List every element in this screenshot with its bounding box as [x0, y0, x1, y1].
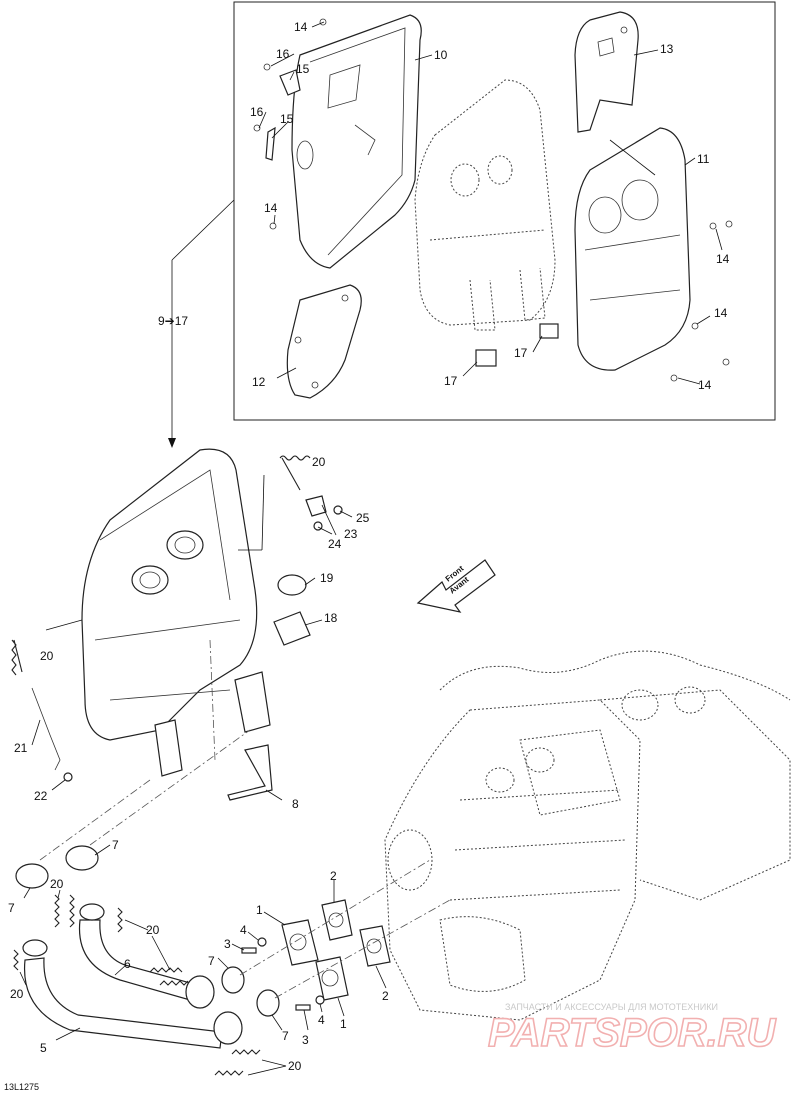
callout-16: 16 — [276, 47, 290, 61]
watermark-logo: PARTSPOR.RU — [488, 1011, 777, 1055]
main-leader-lines — [31, 474, 353, 801]
callout-1: 1 — [256, 903, 263, 917]
alignment-lines — [39, 639, 451, 999]
exhaust-pipe-part-5 — [22, 939, 243, 1049]
callout-8: 8 — [292, 797, 299, 811]
cap-part-19 — [277, 574, 307, 596]
callout-19: 19 — [320, 571, 334, 585]
muffler-outer-shell-part-10 — [291, 14, 422, 269]
callout-18: 18 — [324, 611, 338, 625]
bumper-part-17a — [475, 349, 497, 367]
watermark-text: ЗАПЧАСТИ И АКСЕССУАРЫ ДЛЯ МОТОТЕХНИКИ — [505, 1002, 718, 1012]
callout-15: 15 — [296, 62, 310, 76]
callout-3: 3 — [224, 937, 231, 951]
spring-part-20d — [69, 894, 75, 928]
front-direction-arrow: Front Avant — [416, 559, 496, 613]
callout-7: 7 — [8, 901, 15, 915]
bracket-part-23 — [305, 495, 327, 517]
flange-part-1b — [315, 956, 349, 1001]
callout-2: 2 — [330, 869, 337, 883]
insulation-part-12 — [286, 284, 362, 399]
callout-2: 2 — [382, 989, 389, 1003]
ring-part-7c — [221, 966, 245, 994]
spring-part-20j — [214, 1070, 244, 1076]
callout-14: 14 — [714, 306, 728, 320]
callout-17: 17 — [514, 346, 528, 360]
callout-4: 4 — [240, 923, 247, 937]
lower-leader-lines — [19, 844, 387, 1076]
callout-20: 20 — [40, 649, 54, 663]
callout-10: 10 — [434, 48, 448, 62]
callout-20: 20 — [146, 923, 160, 937]
callout-25: 25 — [356, 511, 370, 525]
bumper-part-17b — [539, 323, 559, 339]
spring-part-20g — [149, 967, 183, 973]
callout-20: 20 — [288, 1059, 302, 1073]
nut-part-25 — [333, 505, 343, 515]
muffler-assembly — [81, 448, 271, 777]
callout-14: 14 — [264, 201, 278, 215]
rod-part-21 — [31, 687, 61, 771]
callout-1: 1 — [340, 1017, 347, 1031]
spring-part-20c — [54, 894, 60, 928]
gasket-part-2b — [359, 925, 391, 967]
callout-16: 16 — [250, 105, 264, 119]
callout-7: 7 — [112, 838, 119, 852]
spring-part-20-left — [11, 639, 23, 676]
callout-7: 7 — [208, 954, 215, 968]
callout-21: 21 — [14, 741, 28, 755]
spring-part-20h — [159, 980, 189, 986]
callout-15: 15 — [280, 112, 294, 126]
spring-part-20f — [13, 949, 19, 971]
callout-20: 20 — [50, 877, 64, 891]
inset-leader-lines — [258, 21, 723, 385]
callout-23: 23 — [344, 527, 358, 541]
callout-11: 11 — [697, 152, 710, 166]
callout-7: 7 — [282, 1029, 289, 1043]
callout-20: 20 — [312, 455, 326, 469]
callout-22: 22 — [34, 789, 48, 803]
heat-shield-part-11 — [574, 127, 691, 371]
callout-13: 13 — [660, 42, 674, 56]
ring-part-7d — [256, 989, 280, 1017]
muffler-ghost-outline — [414, 79, 556, 331]
ring-part-7b — [65, 845, 99, 871]
callout-3: 3 — [302, 1033, 309, 1047]
washer-part-4b — [315, 995, 325, 1005]
gasket-part-2a — [321, 899, 353, 941]
engine-ghost — [384, 650, 791, 1021]
exhaust-pipe-part-6 — [78, 903, 215, 1009]
bolt-part-3a — [241, 947, 257, 954]
callout-12: 12 — [252, 375, 266, 389]
spring-part-20-top — [279, 455, 311, 491]
flange-part-1a — [281, 919, 319, 966]
inset-frame — [233, 1, 776, 421]
callout-6: 6 — [124, 957, 131, 971]
ring-part-7a — [15, 863, 49, 889]
callout-24: 24 — [328, 537, 342, 551]
bolt-part-22 — [63, 772, 73, 782]
insulation-part-13 — [574, 11, 639, 133]
callout-17: 17 — [444, 374, 458, 388]
assembly-arrow — [168, 199, 235, 448]
hardware-inset — [253, 18, 733, 382]
callout-14: 14 — [716, 252, 730, 266]
spring-part-20i — [231, 1049, 261, 1055]
callout-4: 4 — [318, 1013, 325, 1027]
spring-part-20e — [117, 907, 123, 933]
callout-14: 14 — [294, 20, 308, 34]
callout-5: 5 — [40, 1041, 47, 1055]
callout-14: 14 — [698, 378, 712, 392]
range-label: 9➔17 — [158, 314, 188, 328]
washer-part-4a — [257, 937, 267, 947]
reference-code: 13L1275 — [4, 1082, 39, 1092]
bracket-part-8 — [227, 744, 273, 801]
bracket-part-18 — [273, 611, 311, 646]
callout-20: 20 — [10, 987, 24, 1001]
bolt-part-3b — [295, 1004, 311, 1011]
